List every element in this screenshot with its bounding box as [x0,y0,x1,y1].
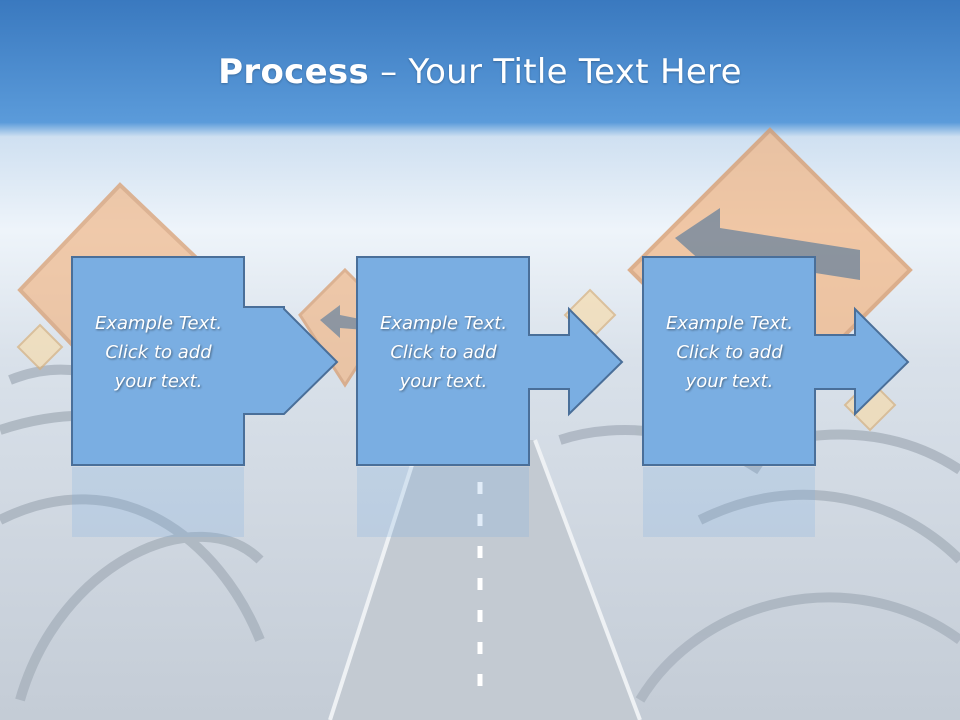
step-reflection-2 [357,467,529,537]
arrow-box-shape [642,256,910,466]
step-reflection-1 [72,467,244,537]
step-reflection-3 [643,467,815,537]
step-text[interactable]: Example Text. Click to add your text. [379,313,508,392]
slide-title[interactable]: Process – Your Title Text Here [0,52,960,92]
title-rest: – Your Title Text Here [369,52,742,92]
step-text[interactable]: Example Text. Click to add your text. [665,313,794,392]
step-text[interactable]: Example Text. Click to add your text. [94,313,223,392]
straight-road [330,440,640,720]
arrow-box-shape [356,256,624,466]
arrow-box-shape [71,256,339,466]
title-bold: Process [218,52,370,92]
